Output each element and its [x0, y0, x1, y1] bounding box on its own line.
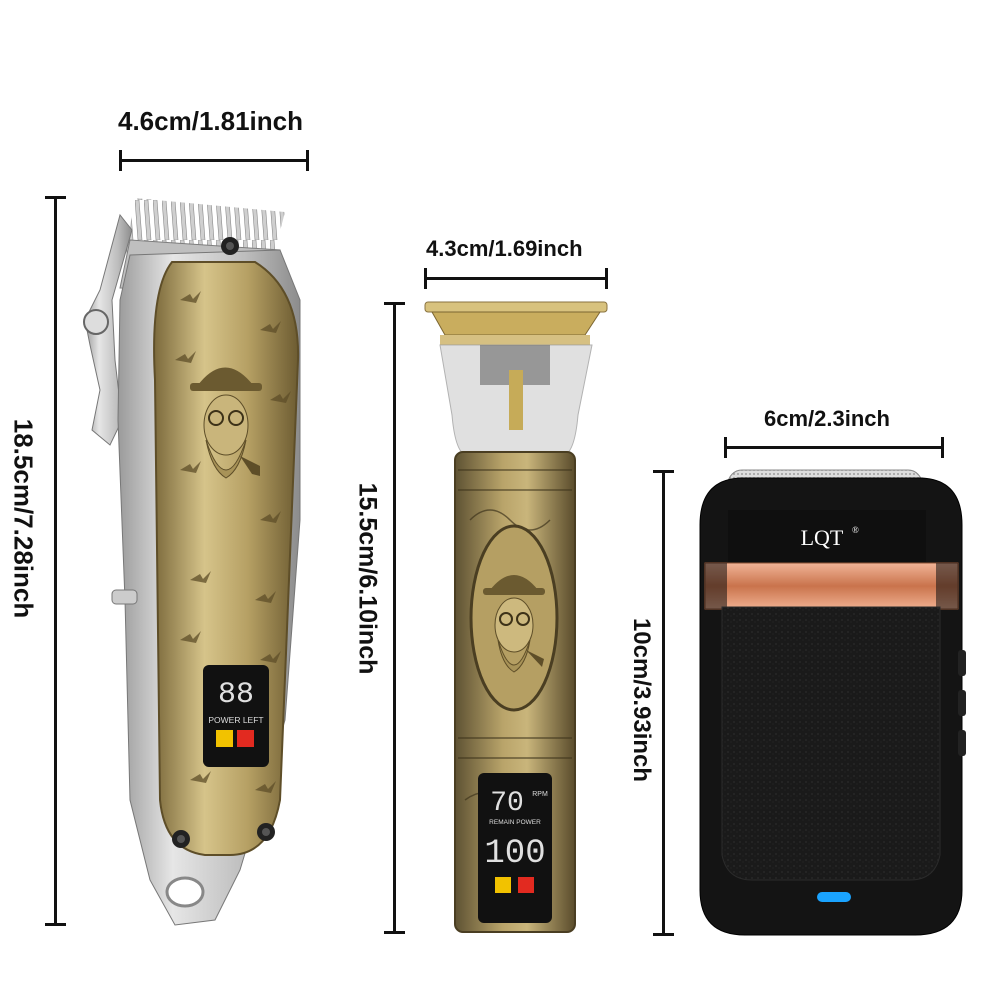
trimmer: 70 RPM REMAIN POWER 100 [424, 301, 608, 933]
clipper-height-line [45, 196, 66, 926]
trimmer-width-label: 4.3cm/1.69inch [426, 236, 583, 261]
shaver-width-label: 6cm/2.3inch [764, 406, 890, 431]
trimmer-width-line [424, 268, 608, 289]
shaver-brand-mark: ® [852, 525, 859, 535]
trimmer-power-digits: 100 [484, 835, 545, 873]
clipper-display-digits: 88 [218, 678, 254, 712]
shaver-height-line [653, 470, 674, 936]
trimmer-height-line [384, 302, 405, 934]
clipper-portrait [190, 367, 262, 479]
trimmer-rpm-digits: 70 [490, 788, 524, 819]
clipper: 88 POWER LEFT [83, 198, 301, 926]
shaver-brand: LQT [801, 525, 844, 550]
clipper-width-line [119, 150, 309, 171]
trimmer-rpm-label: RPM [532, 791, 548, 798]
trimmer-portrait [483, 575, 545, 673]
clipper-display-label: POWER LEFT [208, 715, 263, 725]
shaver-indicator-light [817, 892, 851, 902]
trimmer-power-label: REMAIN POWER [489, 819, 541, 826]
clipper-width-label: 4.6cm/1.81inch [118, 106, 303, 136]
shaver-width-line [724, 437, 944, 458]
shaver: LQT ® [699, 469, 966, 936]
